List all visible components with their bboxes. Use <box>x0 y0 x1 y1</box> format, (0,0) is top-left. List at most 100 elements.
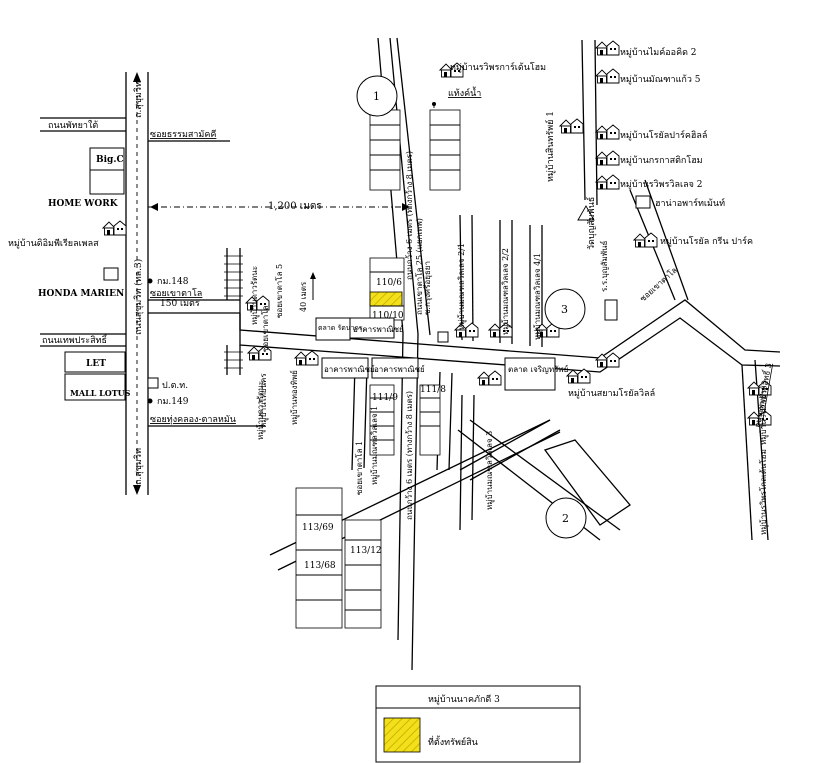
commercial-label-2: อาคารพาณิชย์ <box>324 364 375 374</box>
legend: หมู่บ้านนาคภักดี 3 ที่ตั้งทรัพย์สิน <box>375 685 581 763</box>
village-right2: หมู่บ้านกรกาสติกโฮม <box>620 155 703 166</box>
plot-111-9: 111/9 <box>372 393 398 403</box>
village-top2: หมู่บ้านไมค์ออคิด 2 <box>620 46 697 58</box>
khaotalo-road <box>224 248 781 375</box>
road-label-soi-khaotalo: ซอยเขาตาโล <box>150 288 202 299</box>
diagonal-south-road <box>269 419 631 629</box>
house-icon <box>633 232 658 248</box>
house-icon <box>595 352 620 368</box>
bigc-label: Big.C <box>96 155 124 165</box>
road-label-soi-khaotalo-east: ซอยเขาตาโล <box>638 265 679 304</box>
factory-box <box>635 195 651 209</box>
west-side-roads <box>40 117 265 427</box>
soi-thepsuk-label: ซ.กรุงศรีอยุธยา <box>423 261 432 315</box>
plot-110-6: 110/6 <box>376 278 402 288</box>
post-label: ป.ต.ท. <box>162 381 188 391</box>
legend-title: หมู่บ้านนาคภักดี 3 <box>428 694 500 705</box>
km-148: กม.148 <box>157 277 189 287</box>
village-nongkhu-2: หมู่บ้านมณฑลวิลเลจ 2/2 <box>501 248 511 335</box>
village-rawi: หมู่บ้านรวิพรโกลเด้นโฮม <box>758 449 769 535</box>
homework-box <box>89 169 125 195</box>
market-charoen-box <box>504 357 556 391</box>
commercial-box-1 <box>349 317 395 339</box>
village-khaotalo5: หมู่บ้านดาวรัตนะ <box>250 266 260 325</box>
commercial-label-3: อาคารพาณิชย์ <box>374 364 425 374</box>
plot-110-10: 110/10 <box>372 311 404 321</box>
soi-marker-box <box>437 331 449 343</box>
plot-113-68: 113/68 <box>304 561 336 571</box>
market-charoen-label: ตลาด เจริญทรัพย์ <box>508 364 568 374</box>
house-icon <box>595 174 620 190</box>
house-icon <box>477 370 502 386</box>
distance-1200: 1,200 เมตร <box>268 201 322 212</box>
village-top1: หมู่บ้านรวิพรการ์เด้นโฮม <box>450 61 546 73</box>
road-label-soi-bungkhon: ซอยทุ่งคลอง-ตาลหมัน <box>150 415 236 425</box>
road-label-6m-south: ถนนกว้าง 6 เมตร (ทางกว้าง 8 เมตร) <box>405 391 414 520</box>
market-label: ตลาด รัตนากร <box>318 324 363 332</box>
lotus-box <box>64 373 126 401</box>
plot-111-8: 111/8 <box>420 385 446 395</box>
house-icon <box>294 350 319 366</box>
distance-150: 150 เมตร <box>160 299 200 309</box>
school-label: ร.ร.บุญสัมพันธ์ <box>599 241 609 292</box>
road-label-thepprasit: ถนนเทพประสิทธิ์ <box>42 333 109 346</box>
road-label-pattaya: ถนนพัทยาใต้ <box>48 120 98 131</box>
village-nongkhu-s3: หมู่บ้านมณฑลวิลเลจ 3 <box>485 431 495 510</box>
village-nongkhu-s1: หมู่บ้านมณฑลวิลเลจ 1 <box>370 406 380 485</box>
road-label-sukhumvit-bottom: ถ.สุขุมวิท <box>133 448 144 485</box>
road-label-soi-bang1: ซอยเขาตาโล 1 <box>354 441 364 495</box>
temple-icon <box>577 205 595 221</box>
factory-label: ฮาน่าอพาร์ทเม้นท์ <box>655 197 725 209</box>
plot-113-12: 113/12 <box>350 546 382 556</box>
school-box <box>604 299 618 321</box>
commercial-box-2 <box>321 357 369 379</box>
road-label-soi-thamma: ซอยธรรมสามัคคี <box>150 129 216 140</box>
road-label-sukhumvit-mid: ถนนสุขุมวิท (ทล.3) <box>133 259 144 335</box>
commercial-box-3 <box>371 357 419 379</box>
legend-swatch <box>383 717 421 753</box>
north-lots <box>369 109 461 321</box>
village-khaotalo-s: หมู่บ้านดาวรัตนะ <box>256 381 266 440</box>
village-thai-label: หมู่บ้านไทยนคร <box>259 373 269 428</box>
village-siam: หมู่บ้านสยามโรยัลวิลล์ <box>568 387 655 399</box>
circle-1-label: 1 <box>373 90 380 103</box>
house-icon <box>595 150 620 166</box>
house-icons <box>102 40 772 426</box>
village-right1: หมู่บ้านโรยัลปาร์คฮิลล์ <box>620 129 707 141</box>
village-ad: หมู่บ้าน AD.เฮ้าส์ <box>758 385 769 445</box>
honda-label: HONDA MARIEN <box>38 289 124 299</box>
village-right4: หมู่บ้านโรยัล กรีน ปาร์ค <box>660 235 753 247</box>
legend-item: ที่ตั้งทรัพย์สิน <box>428 735 478 748</box>
plot-113-69: 113/69 <box>302 523 334 533</box>
village-nongkhu-4: หมู่บ้านมณฑลวิลเลจ 4/1 <box>533 253 543 340</box>
temple-label: วัดบุญสัมพันธ์ <box>585 197 597 250</box>
village-nongkhu-1: หมู่บ้านมณฑลวิลเลจ 2/1 <box>457 243 467 330</box>
road-label-sukhumvit-top: ถ.สุขุมวิท <box>133 81 144 118</box>
house-icon <box>595 124 620 140</box>
village-top3: หมู่บ้านมัณฑาแก้ว 5 <box>620 74 701 85</box>
honda-box <box>103 267 119 281</box>
let-box <box>64 351 126 373</box>
lots-111 <box>369 384 441 456</box>
house-icon <box>566 368 591 384</box>
village-right3: หมู่บ้านรวิพรวิลเลจ 2 <box>620 179 702 190</box>
circle-2-label: 2 <box>562 512 569 525</box>
house-icon <box>102 220 127 236</box>
km-149: กม.149 <box>157 397 189 407</box>
village-left: หมู่บ้านดิอิมพีเรียลเพลส <box>8 238 99 249</box>
house-icon <box>595 40 620 56</box>
house-icon <box>595 68 620 84</box>
sukhumvit-road <box>125 72 149 495</box>
road-label-soi-khaotalo5: ซอยเขาตาโล 5 <box>274 264 284 318</box>
road-label-6m-north: ถนนกว้าง 6 เมตร (ทางกว้าง 8 เมตร) <box>405 151 414 280</box>
let-label: LET <box>86 359 106 369</box>
village-aroon: หมู่บ้านทองทิพย์ <box>289 370 300 425</box>
area-circles <box>356 75 587 539</box>
lotus-label: MALL LOTUS <box>70 388 131 398</box>
distance-40: 40 เมตร <box>299 281 308 312</box>
water-tank-label: แท้งค์น้ำ <box>448 86 481 99</box>
road-label-soi25: ถนนเขาตาโล 25 (แยกเทพ) <box>414 218 424 315</box>
commercial-label-1: อาคารพาณิชย์ <box>353 324 404 334</box>
post-box <box>147 377 159 389</box>
